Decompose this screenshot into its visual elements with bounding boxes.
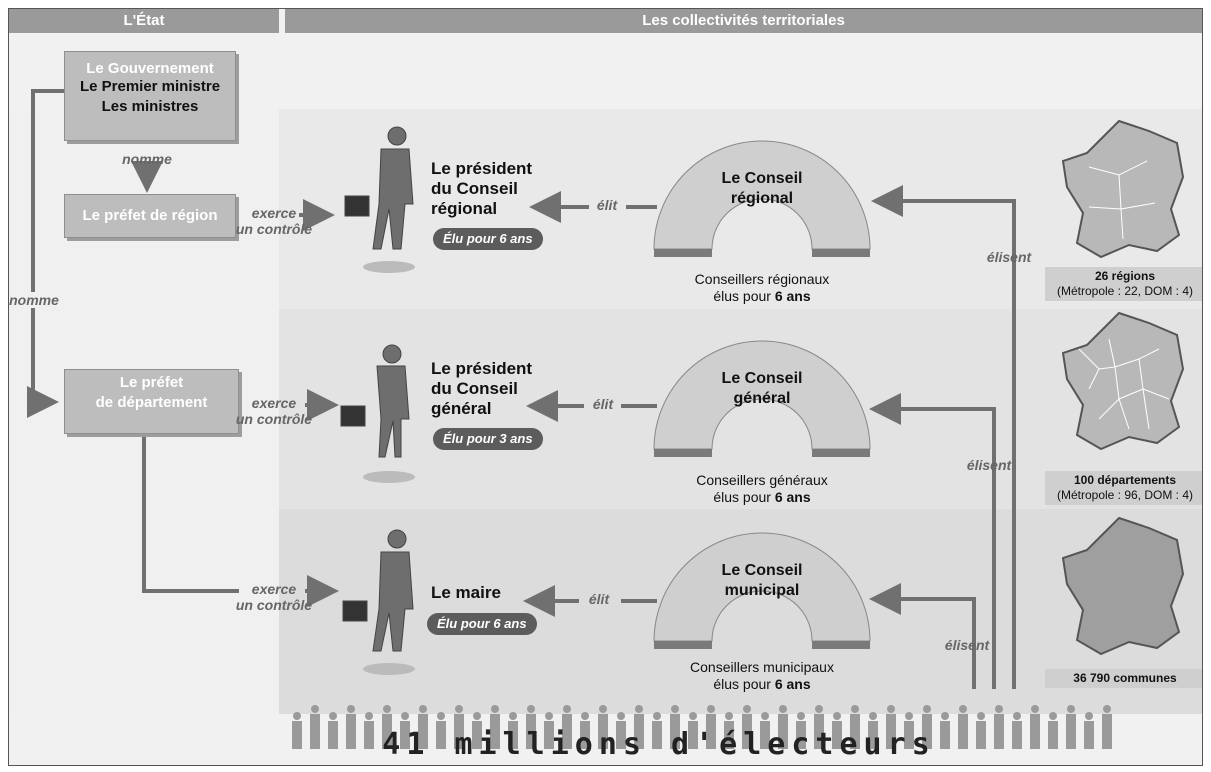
president-department-figure [340, 344, 415, 483]
elisent-label-3: élisent [944, 637, 990, 653]
mayor-figure [342, 529, 415, 675]
term-badge-department: Élu pour 3 ans [433, 428, 543, 450]
ministers-label: Les ministres [101, 98, 199, 115]
diagram-frame: L'État Les collectivités territoriales [8, 8, 1203, 766]
government-box: Le Gouvernement Le Premier ministre Les … [64, 51, 236, 141]
map-departments-caption: 100 départements(Métropole : 96, DOM : 4… [1045, 471, 1202, 505]
elit-label-3: élit [588, 591, 610, 607]
crowd-silhouettes [292, 705, 1112, 749]
elit-label-2: élit [592, 396, 614, 412]
gov-to-dept-arrow [27, 89, 64, 418]
dome-regional [653, 140, 871, 257]
term-badge-region: Élu pour 6 ans [433, 228, 543, 250]
elisent-label-1: élisent [986, 249, 1032, 265]
government-title: Le Gouvernement [86, 60, 214, 77]
prefet-dept-line2: de département [95, 394, 208, 411]
prefet-department-box: Le préfet de département [64, 369, 239, 434]
france-communes-map [1061, 516, 1185, 656]
person-figures [340, 126, 415, 675]
band-commune [9, 509, 1202, 714]
voters-label: 41 millions d'électeurs [382, 727, 936, 762]
nomme-label-1: nomme [122, 151, 172, 167]
elit-label-1: élit [596, 197, 618, 213]
term-badge-mayor: Élu pour 6 ans [427, 613, 537, 635]
france-regions-map [1061, 119, 1185, 259]
dome-municipal [653, 532, 871, 649]
dome-general [653, 340, 871, 457]
header-state: L'État [9, 9, 279, 33]
nomme-label-2: nomme [9, 292, 61, 308]
prime-minister-label: Le Premier ministre [79, 78, 221, 95]
map-regions-caption: 26 régions(Métropole : 22, DOM : 4) [1045, 267, 1202, 301]
header-collectivities: Les collectivités territoriales [285, 9, 1202, 33]
connector-arrows [27, 89, 1016, 689]
prefet-region-box: Le préfet de région [64, 194, 236, 238]
france-departments-map [1061, 311, 1185, 451]
elisent-label-2: élisent [966, 457, 1012, 473]
map-communes-caption: 36 790 communes [1045, 669, 1202, 688]
prefet-dept-line1: Le préfet [119, 374, 184, 391]
mayor-name: Le maire [431, 583, 501, 602]
president-region-figure [344, 126, 415, 273]
